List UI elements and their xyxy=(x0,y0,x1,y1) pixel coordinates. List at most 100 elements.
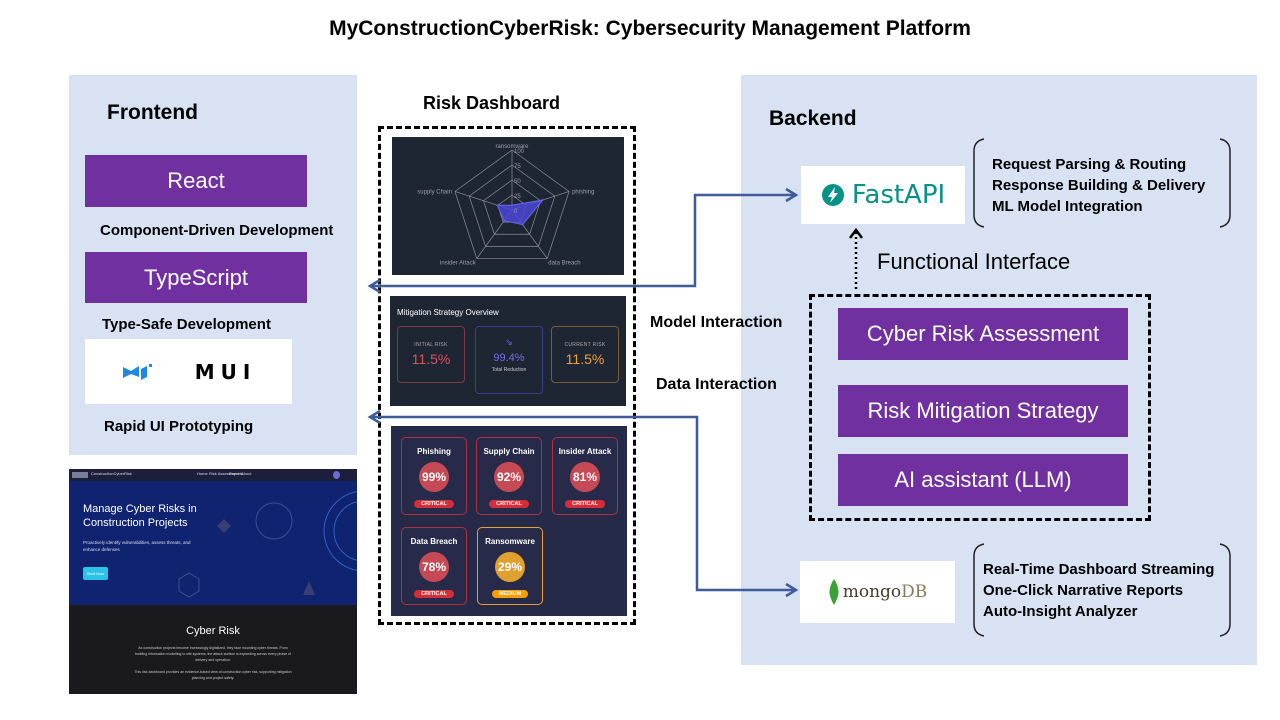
site-logo xyxy=(72,472,88,478)
react-block: React xyxy=(85,155,307,207)
fastapi-feature: Request Parsing & Routing xyxy=(992,156,1187,173)
threat-card-supply-chain[interactable]: Supply Chain 92% CRITICAL xyxy=(476,437,542,515)
site-navbar: ConstructionCyberRisk Home Risk Assessme… xyxy=(69,469,357,481)
current-risk-label: CURRENT RISK xyxy=(564,342,606,348)
threat-score: 78% xyxy=(419,552,449,582)
threat-level-badge: MEDIUM xyxy=(491,590,529,598)
total-reduction-label: Total Reduction xyxy=(491,367,527,373)
threat-name: Phishing xyxy=(417,447,451,456)
threat-card-insider-attack[interactable]: Insider Attack 81% CRITICAL xyxy=(552,437,618,515)
data-interaction-label: Data Interaction xyxy=(656,376,777,393)
mongodb-label-b: DB xyxy=(901,582,928,602)
threat-score: 92% xyxy=(494,462,524,492)
mui-logo-box: MUI xyxy=(85,339,292,404)
site-avatar-icon[interactable] xyxy=(333,471,340,479)
react-caption: Component-Driven Development xyxy=(100,222,334,239)
threat-level-badge: CRITICAL xyxy=(414,500,454,508)
mongodb-bracket-icon xyxy=(973,543,1231,637)
threat-name: Ransomware xyxy=(485,537,535,546)
radar-tick-label: 75 xyxy=(514,164,521,170)
frontend-heading: Frontend xyxy=(107,101,198,124)
mongodb-feature: One-Click Narrative Reports xyxy=(983,582,1184,599)
threat-score: 99% xyxy=(419,462,449,492)
mui-logo-icon xyxy=(122,363,152,380)
section-title: Cyber Risk xyxy=(186,625,240,637)
section-body: As construction projects become increasi… xyxy=(135,646,291,662)
fastapi-bolt-icon xyxy=(821,184,844,206)
radar-category-label: data Breach xyxy=(548,261,580,267)
backend-heading: Backend xyxy=(769,107,857,130)
threat-name: Data Breach xyxy=(410,537,458,546)
mitigation-title: Mitigation Strategy Overview xyxy=(397,308,499,317)
fastapi-feature: ML Model Integration xyxy=(992,198,1143,215)
threat-card-data-breach[interactable]: Data Breach 78% CRITICAL xyxy=(401,527,467,605)
trend-down-icon: ⇘ xyxy=(505,337,513,347)
mongodb-feature: Real-Time Dashboard Streaming xyxy=(983,561,1215,578)
module-risk-mitigation-strategy: Risk Mitigation Strategy xyxy=(838,385,1128,437)
threat-card-phishing[interactable]: Phishing 99% CRITICAL xyxy=(401,437,467,515)
mongodb-label: mongoDB xyxy=(843,582,928,602)
hero-subtitle: Proactively identify vulnerabilities, as… xyxy=(83,540,191,552)
radar-category-label: ransomware xyxy=(495,144,529,150)
mui-caption: Rapid UI Prototyping xyxy=(104,418,254,435)
initial-risk-value: 11.5% xyxy=(411,351,451,367)
module-ai-assistant: AI assistant (LLM) xyxy=(838,454,1128,506)
fastapi-feature: Response Building & Delivery xyxy=(992,177,1206,194)
page-title: MyConstructionCyberRisk: Cybersecurity M… xyxy=(329,17,971,40)
mongodb-label-a: mongo xyxy=(842,582,902,602)
hero-decor-icon xyxy=(178,491,357,598)
fastapi-features: Request Parsing & Routing Response Build… xyxy=(992,154,1205,217)
site-nav-home[interactable]: Home xyxy=(197,471,208,476)
threat-name: Insider Attack xyxy=(558,447,612,456)
radar-tick-label: 25 xyxy=(514,194,521,200)
threat-score: 29% xyxy=(495,552,525,582)
modules-frame xyxy=(809,294,1151,521)
functional-interface-arrow xyxy=(849,227,863,290)
typescript-caption: Type-Safe Development xyxy=(102,316,271,333)
initial-risk-card: INITIAL RISK 11.5% xyxy=(397,326,465,383)
radar-data-point xyxy=(542,199,544,201)
module-label: AI assistant (LLM) xyxy=(894,467,1072,492)
hero-title: Manage Cyber Risks in Construction Proje… xyxy=(83,503,197,529)
threat-level-badge: CRITICAL xyxy=(414,590,454,598)
model-interaction-label: Model Interaction xyxy=(650,314,783,331)
threat-level-badge: CRITICAL xyxy=(489,500,529,508)
module-cyber-risk-assessment: Cyber Risk Assessment xyxy=(838,308,1128,360)
total-reduction-card: ⇘ 99.4% Total Reduction xyxy=(475,326,543,394)
module-label: Cyber Risk Assessment xyxy=(866,321,1100,346)
fastapi-bracket-icon xyxy=(973,138,1231,228)
site-nav-risk[interactable]: Risk Assessment xyxy=(209,471,240,476)
typescript-label: TypeScript xyxy=(144,264,248,290)
website-screenshot: ConstructionCyberRisk Home Risk Assessme… xyxy=(69,469,357,694)
radar-data-point xyxy=(503,219,506,222)
mongodb-logo-box: mongoDB xyxy=(800,561,955,623)
site-nav-about[interactable]: About xyxy=(241,471,252,476)
current-risk-value: 11.5% xyxy=(565,351,605,367)
radar-category-label: phishing xyxy=(572,189,594,195)
mitigation-panel: Mitigation Strategy Overview INITIAL RIS… xyxy=(390,296,626,406)
radar-tick-label: 100 xyxy=(514,149,525,155)
fastapi-label: FastAPI xyxy=(851,180,946,210)
radar-category-label: supply Chain xyxy=(417,189,452,195)
mongodb-leaf-icon xyxy=(829,579,839,605)
site-brand[interactable]: ConstructionCyberRisk xyxy=(91,471,132,476)
mongodb-feature: Auto-Insight Analyzer xyxy=(983,603,1138,620)
react-label: React xyxy=(167,168,225,193)
hero-start-button[interactable]: Start Now xyxy=(83,567,108,580)
threat-card-ransomware[interactable]: Ransomware 29% MEDIUM xyxy=(477,527,543,605)
radar-data-point xyxy=(521,223,524,226)
fastapi-logo-box: FastAPI xyxy=(801,166,965,224)
mui-label: MUI xyxy=(194,359,257,384)
radar-data-point xyxy=(511,204,513,206)
threat-cards-panel: Phishing 99% CRITICAL Supply Chain 92% C… xyxy=(391,426,627,616)
functional-interface-label: Functional Interface xyxy=(877,249,1071,274)
total-reduction-value: 99.4% xyxy=(493,352,525,364)
module-label: Risk Mitigation Strategy xyxy=(867,398,1099,423)
threat-name: Supply Chain xyxy=(483,447,535,456)
site-nav-reports[interactable]: Reports xyxy=(229,471,244,476)
mongodb-features: Real-Time Dashboard Streaming One-Click … xyxy=(983,559,1214,622)
dashboard-frame xyxy=(378,126,636,625)
site-hero: Manage Cyber Risks in Construction Proje… xyxy=(69,481,357,605)
